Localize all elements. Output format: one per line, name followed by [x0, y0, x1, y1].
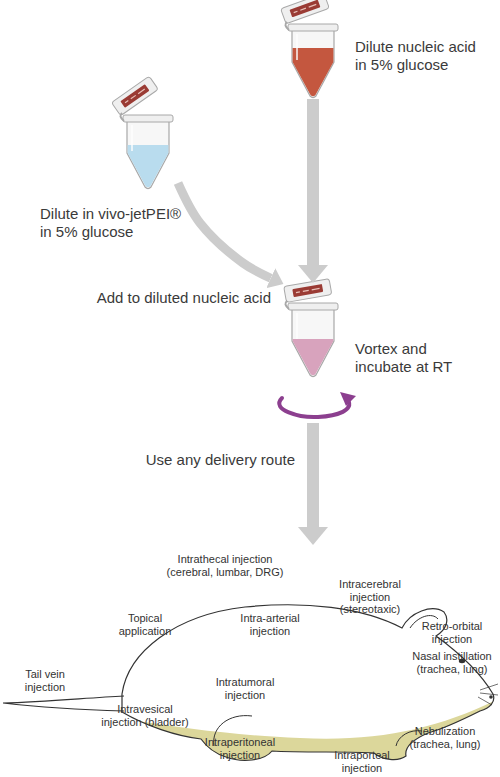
tube-highlight [296, 34, 298, 60]
route-label: Intra-arterial injection [230, 612, 310, 637]
tube-step: Dilute in vivo-jetPEI® in 5% glucose [118, 95, 178, 195]
tube-step: Vortex and incubate at RT [283, 283, 343, 423]
route-label: Nebulization (trachea, lung) [400, 725, 490, 750]
tube-hinge [120, 113, 124, 121]
route-label: Retro-orbital injection [412, 620, 492, 645]
mouse-tail [3, 696, 124, 711]
mouse-body-fill [122, 605, 494, 761]
route-label: Intratumoral injection [208, 676, 283, 701]
mouse-illustration: Intrathecal injection (cerebral, lumbar,… [0, 545, 500, 777]
route-label: Intravesical injection (bladder) [98, 703, 193, 728]
tube-body [292, 309, 334, 377]
step-text: Dilute nucleic acid in 5% glucose [355, 38, 483, 74]
lid-label [292, 284, 323, 297]
mouse-outline [122, 605, 494, 761]
mouse-nose [489, 695, 493, 699]
tube-lid [284, 279, 332, 303]
route-label: Intrathecal injection (cerebral, lumbar,… [160, 553, 290, 578]
tube-lid [111, 76, 158, 115]
tube-hinge [285, 301, 289, 309]
vortex-head [340, 392, 356, 406]
flow-arrow [178, 183, 271, 278]
tube-liquid [293, 48, 334, 96]
vortex-arc [279, 398, 349, 417]
route-label: Intraporteal injection [325, 749, 400, 774]
lid-marks [294, 4, 317, 12]
mouse-underside [0, 698, 500, 777]
tube-liquid [128, 145, 169, 187]
lid-label [120, 84, 149, 108]
flow-arrow [307, 423, 319, 527]
lid-shape [111, 76, 158, 115]
tube-highlight [131, 125, 133, 151]
lid-shape [281, 0, 330, 24]
mouse-whiskers [478, 684, 498, 705]
lid-marks [296, 288, 320, 292]
tube-blue [111, 76, 173, 188]
route-label: Nasal instillation (trachea, lung) [402, 650, 500, 675]
mouse-tail-fill [3, 696, 124, 711]
route-label: Intracerebral injection (stereotaxic) [330, 578, 410, 616]
vortex-symbol [279, 392, 356, 417]
edge-label: Add to diluted nucleic acid [97, 289, 271, 306]
lid-marks [125, 89, 145, 103]
flow-arrow [307, 99, 319, 265]
step-text: Dilute in vivo-jetPEI® in 5% glucose [40, 205, 188, 241]
tube-body [292, 30, 334, 98]
tube-lid [281, 0, 330, 24]
route-label: Intraperitoneal injection [198, 736, 283, 761]
route-label: Topical application [110, 612, 180, 637]
tube-liquid [293, 339, 334, 375]
tube-body [127, 121, 169, 189]
tube-highlight [296, 313, 298, 339]
tube-rim [288, 303, 338, 310]
tube-rim [288, 24, 338, 31]
mouse-drawing [0, 605, 500, 777]
step-text: Vortex and incubate at RT [355, 340, 460, 376]
tube-step: Dilute nucleic acid in 5% glucose [283, 4, 343, 99]
tube-pink [284, 279, 338, 377]
edge-label: Use any delivery route [146, 451, 295, 468]
lid-label [290, 0, 321, 17]
route-label: Tail vein injection [15, 668, 75, 693]
tube-hinge [285, 22, 289, 30]
tube-red [281, 0, 338, 98]
lid-shape [284, 279, 332, 303]
tube-rim [123, 115, 173, 122]
